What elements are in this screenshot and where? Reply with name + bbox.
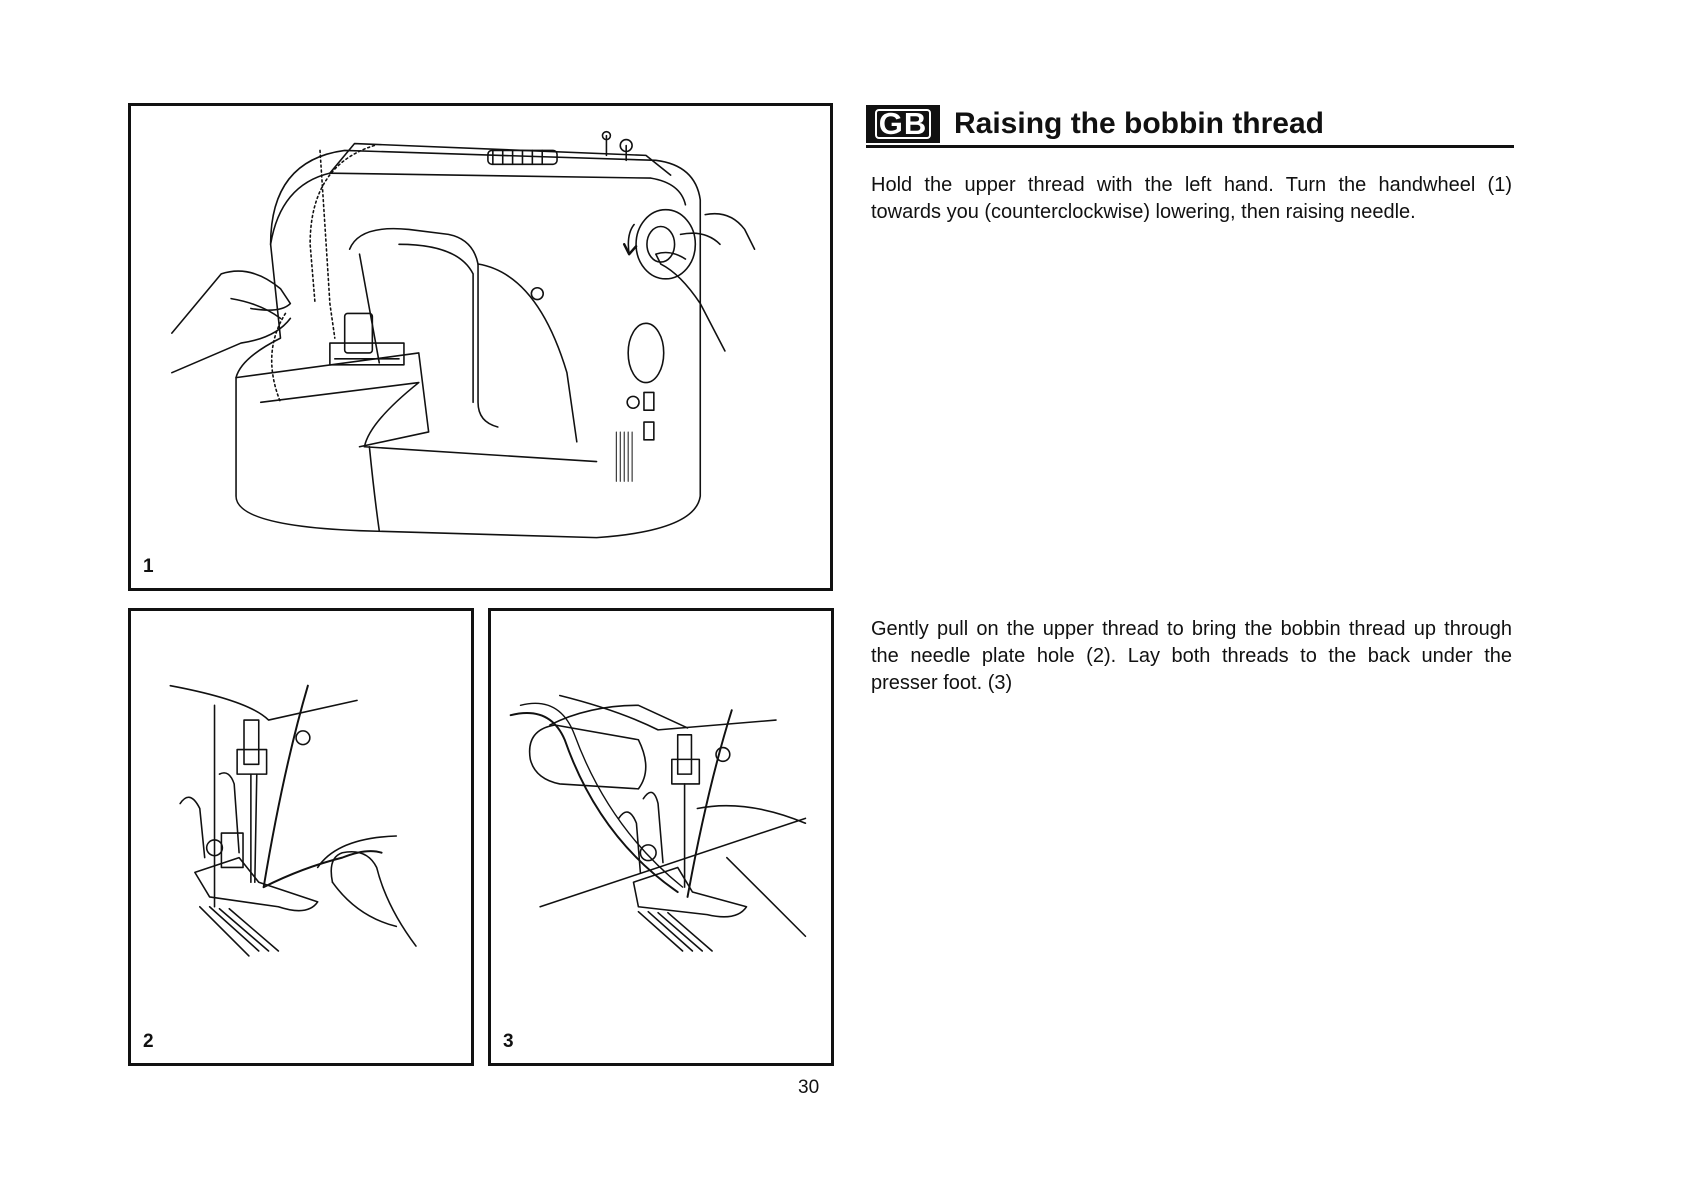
bobbin-thread-pull-illustration bbox=[169, 684, 417, 957]
instruction-paragraph-1: Hold the upper thread with the left hand… bbox=[871, 174, 1512, 223]
instruction-paragraph-2: Gently pull on the upper thread to bring… bbox=[871, 618, 1512, 694]
figure-3: 3 bbox=[488, 608, 834, 1066]
language-badge: GB bbox=[866, 105, 940, 143]
figure-number: 3 bbox=[503, 1031, 514, 1052]
section-heading: GB Raising the bobbin thread bbox=[866, 103, 1514, 148]
page-title: Raising the bobbin thread bbox=[954, 107, 1325, 140]
figure-1: 1 bbox=[128, 103, 833, 591]
threads-to-back-illustration bbox=[509, 694, 807, 952]
figure-number: 2 bbox=[143, 1031, 154, 1052]
page-number: 30 bbox=[798, 1077, 820, 1098]
sewing-machine-illustration bbox=[171, 130, 756, 539]
figure-number: 1 bbox=[143, 556, 154, 577]
figure-2: 2 bbox=[128, 608, 474, 1066]
